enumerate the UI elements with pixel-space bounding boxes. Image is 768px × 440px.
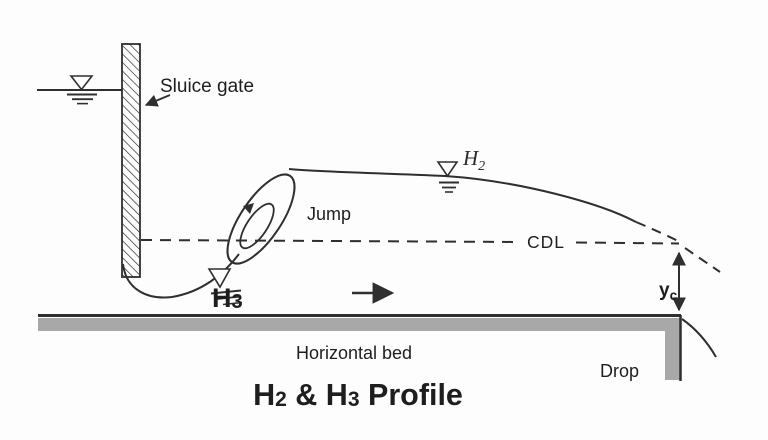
jump-roller-spiral — [239, 202, 275, 250]
figure-title: H2 & H3 Profile — [253, 378, 463, 412]
h2-label: H2 — [462, 146, 485, 174]
horizontal-bed-fill — [38, 318, 672, 331]
jump-roller-spiral-arrowhead-icon — [243, 203, 254, 214]
h2-profile-curve — [288, 168, 637, 223]
h2-water-level-marker-icon — [436, 161, 459, 193]
upstream-water-level-marker-icon — [67, 75, 97, 105]
sluice-gate-pointer-arrow — [144, 94, 171, 107]
drop-wall-fill — [665, 318, 681, 380]
horizontal-bed-label: Horizontal bed — [296, 343, 412, 363]
h3-water-level-marker-icon — [207, 268, 243, 306]
h3-label: H3 — [212, 283, 243, 313]
sluice-gate-label: Sluice gate — [160, 76, 254, 97]
jump-label: Jump — [307, 204, 351, 224]
cdl-extension-dashed — [684, 247, 721, 273]
h2-curve-dashed-end — [635, 221, 681, 243]
hydraulic-jump-roller — [226, 173, 296, 265]
falling-water-curve — [681, 318, 717, 358]
cdl-line-left — [140, 239, 521, 243]
drop-label: Drop — [600, 361, 639, 381]
sluice-gate — [121, 43, 141, 278]
yc-label: yc — [659, 280, 678, 303]
cdl-label: CDL — [527, 232, 565, 252]
cdl-line-right — [575, 241, 680, 245]
